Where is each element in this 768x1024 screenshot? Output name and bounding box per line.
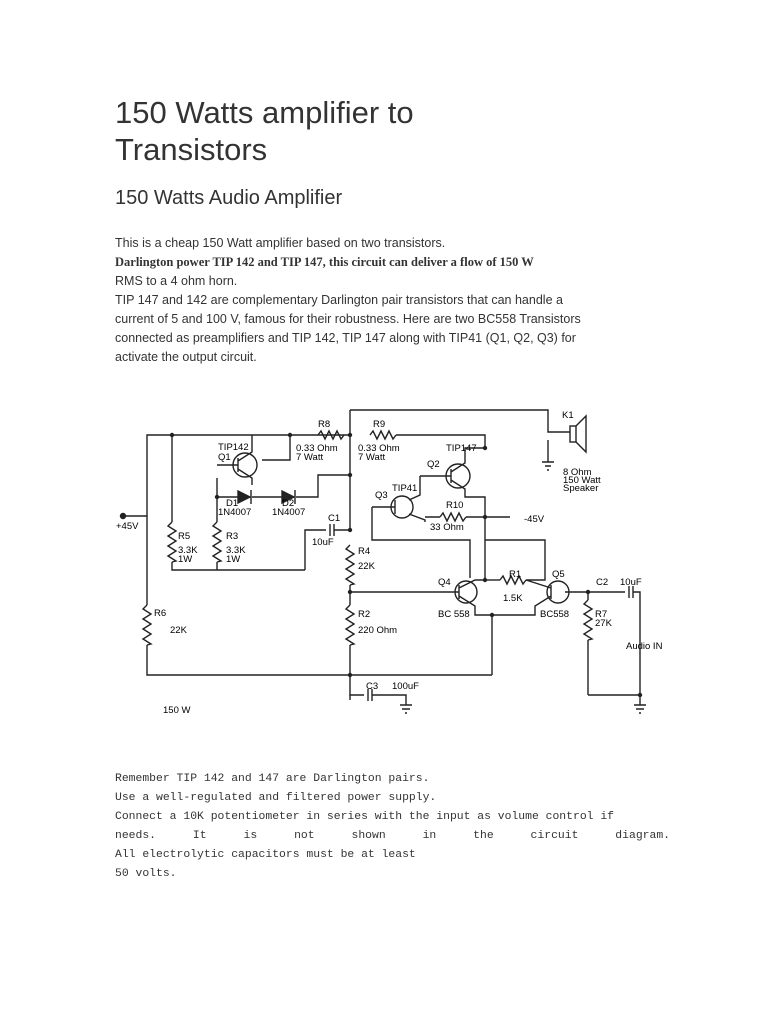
label-r10-value: 33 Ohm xyxy=(430,522,464,533)
label-r3-value: 1W xyxy=(226,554,240,565)
diagram-caption: 150 W xyxy=(163,705,190,716)
label-q5: Q5 xyxy=(552,569,565,580)
label-r10: R10 xyxy=(446,500,463,511)
note-line: Connect a 10K potentiometer in series wi… xyxy=(115,811,614,823)
label-r1: R1 xyxy=(509,569,521,580)
label-r9-value: 7 Watt xyxy=(358,452,385,463)
label-q1: Q1 xyxy=(218,452,231,463)
circuit-diagram: K1 8 Ohm 150 Watt Speaker R8 0.33 Ohm 7 … xyxy=(116,409,663,716)
label-audio-in: Audio IN xyxy=(626,641,663,652)
label-c3: C3 xyxy=(366,681,378,692)
note-line: 50 volts. xyxy=(115,868,177,880)
label-r9: R9 xyxy=(373,419,385,430)
label-neg45: -45V xyxy=(524,514,545,525)
label-r8: R8 xyxy=(318,419,330,430)
label-c2: C2 xyxy=(596,577,608,588)
intro-line: RMS to a 4 ohm horn. xyxy=(115,274,238,288)
label-r5: R5 xyxy=(178,531,190,542)
label-tip147: TIP147 xyxy=(446,443,477,454)
label-c3-value: 100uF xyxy=(392,681,419,692)
label-r4-value: 22K xyxy=(358,561,376,572)
label-d2: D2 xyxy=(282,498,294,509)
label-q2: Q2 xyxy=(427,459,440,470)
label-tip142: TIP142 xyxy=(218,442,249,453)
label-r9-value: 0.33 Ohm xyxy=(358,443,400,454)
intro-text: This is a cheap 150 Watt amplifier based… xyxy=(115,234,605,367)
label-r8-value: 7 Watt xyxy=(296,452,323,463)
label-speaker: Speaker xyxy=(563,483,598,494)
label-c1-value: 10uF xyxy=(312,537,334,548)
note-line: Remember TIP 142 and 147 are Darlington … xyxy=(115,773,430,785)
label-k1: K1 xyxy=(562,410,574,421)
label-r8-value: 0.33 Ohm xyxy=(296,443,338,454)
intro-line: This is a cheap 150 Watt amplifier based… xyxy=(115,236,446,250)
label-r2-value: 220 Ohm xyxy=(358,625,397,636)
label-q3: Q3 xyxy=(375,490,388,501)
label-r3-value: 3.3K xyxy=(226,545,246,556)
label-d1-value: 1N4007 xyxy=(218,507,251,518)
label-r6-value: 22K xyxy=(170,625,188,636)
label-r6: R6 xyxy=(154,608,166,619)
label-r5-value: 3.3K xyxy=(178,545,198,556)
label-r4: R4 xyxy=(358,546,370,557)
label-q4: Q4 xyxy=(438,577,451,588)
note-line: Use a well-regulated and filtered power … xyxy=(115,792,437,804)
label-pos45: +45V xyxy=(116,521,139,532)
notes-block: Remember TIP 142 and 147 are Darlington … xyxy=(115,770,670,884)
label-speaker: 8 Ohm xyxy=(563,467,592,478)
label-r3: R3 xyxy=(226,531,238,542)
note-line: All electrolytic capacitors must be at l… xyxy=(115,849,416,861)
intro-bold-line: Darlington power TIP 142 and TIP 147, th… xyxy=(115,255,534,269)
label-speaker: 150 Watt xyxy=(563,475,601,486)
label-d1: D1 xyxy=(226,498,238,509)
label-d2-value: 1N4007 xyxy=(272,507,305,518)
label-q4-value: BC 558 xyxy=(438,609,470,620)
label-r7-value: 27K xyxy=(595,618,613,629)
label-r2: R2 xyxy=(358,609,370,620)
label-c2-value: 10uF xyxy=(620,577,642,588)
label-r7: R7 xyxy=(595,609,607,620)
page-title: 150 Watts amplifier to Transistors xyxy=(115,95,414,167)
label-r5-value: 1W xyxy=(178,554,192,565)
label-r1-value: 1.5K xyxy=(503,593,523,604)
label-tip41: TIP41 xyxy=(392,483,417,494)
label-c1: C1 xyxy=(328,513,340,524)
intro-paragraph: TIP 147 and 142 are complementary Darlin… xyxy=(115,293,581,364)
label-q5-value: BC558 xyxy=(540,609,569,620)
page-subtitle: 150 Watts Audio Amplifier xyxy=(115,187,343,209)
note-line: needs. It is not shown in the circuit di… xyxy=(115,830,670,842)
